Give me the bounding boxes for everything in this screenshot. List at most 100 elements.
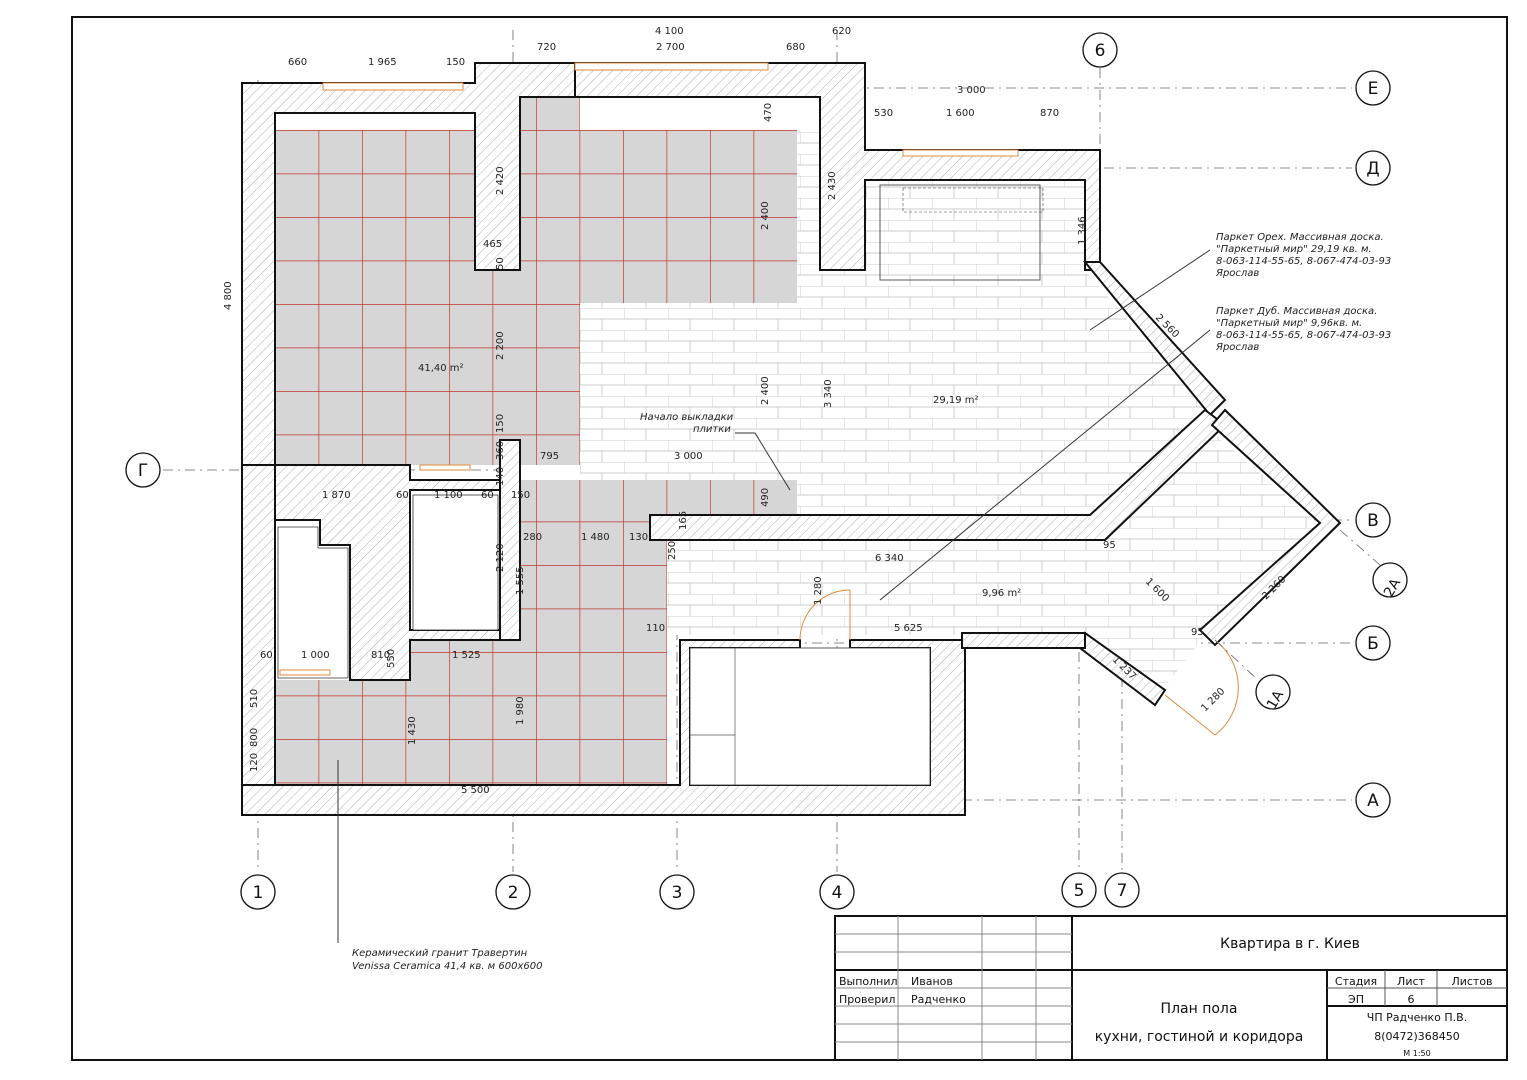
dimension-label: 1 430 — [407, 716, 418, 745]
svg-text:Начало выкладки: Начало выкладки — [640, 412, 734, 423]
title-block: Квартира в г. Киев Выполнил Иванов Прове… — [834, 915, 1508, 1061]
svg-text:8(0472)368450: 8(0472)368450 — [1374, 1030, 1460, 1043]
svg-text:Листов: Листов — [1451, 975, 1492, 988]
axis-marker-1A: 1А — [1255, 674, 1291, 712]
dimension-label: 1 280 — [1199, 686, 1227, 714]
dimension-label: 2 400 — [760, 376, 771, 405]
svg-text:4: 4 — [832, 883, 843, 903]
svg-text:"Паркетный мир" 29,19 кв. м.: "Паркетный мир" 29,19 кв. м. — [1216, 244, 1372, 255]
dimension-label: 6 340 — [875, 553, 904, 564]
axis-marker-D: Д — [1355, 150, 1391, 186]
dimension-label: 680 — [786, 42, 805, 53]
dimension-label: 60 — [260, 650, 273, 661]
dimension-label: 810 — [371, 650, 390, 661]
door-swing — [799, 589, 851, 641]
dimension-label: 1 600 — [946, 108, 975, 119]
dimension-label: 1 100 — [434, 490, 463, 501]
axis-marker-3: 3 — [659, 874, 695, 910]
tile-zone-corridor — [275, 480, 797, 785]
floor-finishes — [275, 97, 1320, 785]
dimension-label: 4 800 — [223, 281, 234, 310]
svg-text:Лист: Лист — [1397, 975, 1425, 988]
note-parquet-oak: Паркет Дуб. Массивная доска. "Паркетный … — [879, 305, 1391, 601]
dimension-label: 620 — [832, 26, 851, 37]
dimension-label: 2 700 — [656, 42, 685, 53]
note-tile-start: Начало выкладки плитки — [640, 412, 791, 491]
axis-marker-6: 6 — [1082, 32, 1118, 68]
dimension-label: 5 500 — [461, 785, 490, 796]
note-parquet-walnut: Паркет Орех. Массивная доска. "Паркетный… — [1089, 232, 1391, 331]
axis-marker-2: 2 — [495, 874, 531, 910]
dimension-label: 550 — [386, 649, 397, 668]
svg-text:8-063-114-55-65, 8-067-474-03-: 8-063-114-55-65, 8-067-474-03-93 — [1216, 256, 1391, 267]
dimension-label: 800 — [249, 728, 260, 747]
svg-text:"Паркетный мир" 9,96кв. м.: "Паркетный мир" 9,96кв. м. — [1216, 318, 1362, 329]
dimension-label: 150 — [446, 57, 465, 68]
axis-marker-7: 7 — [1104, 872, 1140, 908]
svg-text:6: 6 — [1095, 41, 1106, 61]
svg-text:ЧП Радченко П.В.: ЧП Радченко П.В. — [1367, 1011, 1467, 1024]
sheet-title-1: План пола — [1161, 1001, 1238, 1017]
dimension-label: 3 000 — [957, 85, 986, 96]
dimension-label: 110 — [646, 623, 665, 634]
axis-marker-G: Г — [125, 452, 161, 488]
dimension-label: 1 870 — [322, 490, 351, 501]
axis-marker-A: А — [1355, 782, 1391, 818]
dimension-label: 2 420 — [495, 166, 506, 195]
dimension-label: 1 980 — [515, 696, 526, 725]
svg-text:7: 7 — [1117, 881, 1128, 901]
area-living-room: 29,19 m² — [933, 395, 979, 406]
parquet-zone-living — [580, 130, 1205, 515]
dimension-label: 490 — [760, 488, 771, 507]
svg-text:Venissa Ceramica 41,4 кв. м 60: Venissa Ceramica 41,4 кв. м 600x600 — [352, 961, 543, 972]
dimension-label: 4 100 — [655, 26, 684, 37]
svg-text:М 1:50: М 1:50 — [1403, 1049, 1430, 1058]
svg-text:Выполнил: Выполнил — [839, 975, 898, 988]
svg-text:1: 1 — [253, 883, 264, 903]
svg-text:Г: Г — [138, 461, 148, 481]
dimension-label: 360 — [495, 441, 506, 460]
drawing-frame — [71, 16, 1508, 1061]
dimension-label: 510 — [249, 689, 260, 708]
dimension-label: 2 430 — [827, 171, 838, 200]
tile-zone-left-room — [275, 97, 797, 465]
dimension-label: 660 — [288, 57, 307, 68]
axis-marker-B: Б — [1355, 625, 1391, 661]
svg-text:В: В — [1367, 511, 1379, 531]
svg-text:3: 3 — [672, 883, 683, 903]
dimension-label: 3 340 — [823, 379, 834, 408]
dimension-label: 465 — [483, 239, 502, 250]
svg-text:плитки: плитки — [693, 424, 731, 435]
dimension-label: 60 — [481, 490, 494, 501]
dimension-label: 280 — [523, 532, 542, 543]
dimension-label: 150 — [495, 414, 506, 433]
svg-text:8-063-114-55-65, 8-067-474-03-: 8-063-114-55-65, 8-067-474-03-93 — [1216, 330, 1391, 341]
svg-text:Паркет Орех. Массивная доска.: Паркет Орех. Массивная доска. — [1216, 232, 1384, 243]
svg-text:Б: Б — [1367, 634, 1379, 654]
dimension-label: 870 — [1040, 108, 1059, 119]
svg-text:Паркет Дуб. Массивная доска.: Паркет Дуб. Массивная доска. — [1216, 305, 1377, 317]
dimension-label: 95 — [1103, 540, 1116, 551]
area-corridor: 9,96 m² — [982, 588, 1021, 599]
dimension-label: 2 400 — [760, 201, 771, 230]
svg-text:Е: Е — [1368, 79, 1379, 99]
axis-marker-E: Е — [1355, 70, 1391, 106]
dimension-label: 1 346 — [1077, 216, 1088, 245]
svg-text:Ярослав: Ярослав — [1215, 268, 1259, 279]
dimension-label: 3 000 — [674, 451, 703, 462]
dimension-label: 530 — [874, 108, 893, 119]
note-granite: Керамический гранит Травертин Venissa Ce… — [337, 760, 543, 972]
dimension-label: 150 — [511, 490, 530, 501]
dimension-label: 95 — [1191, 627, 1204, 638]
dimension-label: 1 965 — [368, 57, 397, 68]
axis-marker-1: 1 — [240, 874, 276, 910]
axis-marker-V: В — [1355, 502, 1391, 538]
svg-text:Керамический гранит Травертин: Керамический гранит Травертин — [352, 948, 528, 959]
dimension-label: 60 — [396, 490, 409, 501]
walls — [241, 62, 1342, 816]
svg-text:Ярослав: Ярослав — [1215, 342, 1259, 353]
sheet-title-2: кухни, гостиной и коридора — [1095, 1029, 1304, 1045]
dimension-label: 5 625 — [894, 623, 923, 634]
dimension-label: 120 — [249, 753, 260, 772]
